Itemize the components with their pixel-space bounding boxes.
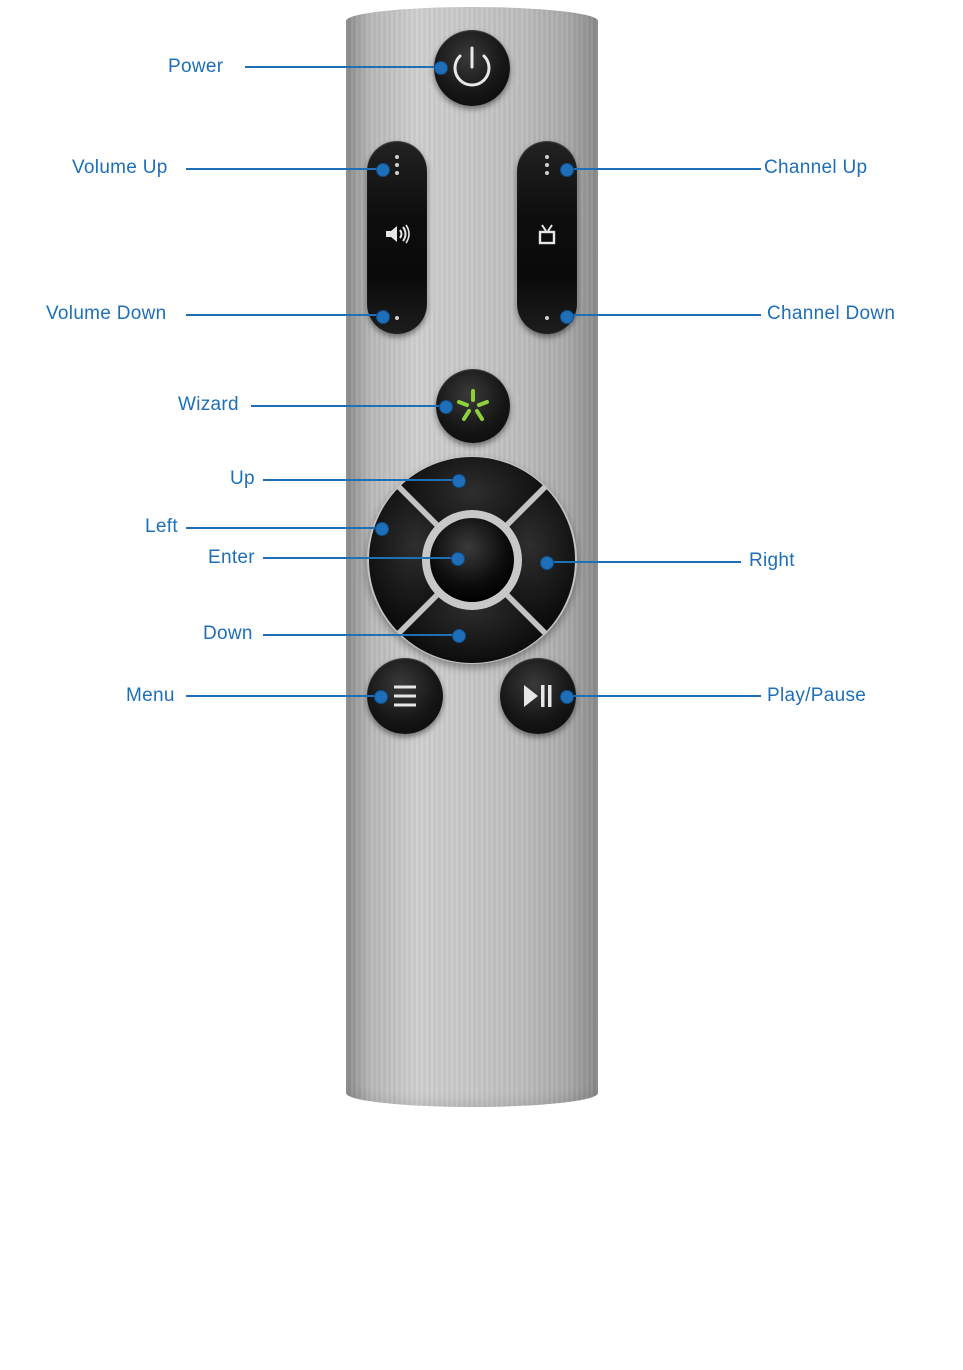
label-enter: Enter — [208, 547, 255, 569]
callout-dot-left — [375, 522, 389, 536]
callout-line-power — [245, 66, 440, 68]
enter-button[interactable] — [430, 518, 514, 602]
label-volume-down: Volume Down — [46, 303, 167, 325]
callout-line-down — [263, 634, 458, 636]
callout-dot-menu — [374, 690, 388, 704]
callout-line-wizard — [251, 405, 445, 407]
callout-dot-enter — [451, 552, 465, 566]
callout-line-enter — [263, 557, 457, 559]
callout-line-up — [263, 479, 458, 481]
volume-up-dots[interactable] — [395, 155, 399, 179]
callout-dot-down — [452, 629, 466, 643]
callout-dot-volume-up — [376, 163, 390, 177]
callout-dot-channel-down — [560, 310, 574, 324]
label-right: Right — [749, 550, 795, 572]
label-power: Power — [168, 56, 223, 78]
label-up: Up — [230, 468, 255, 490]
channel-down-dot[interactable] — [545, 316, 549, 320]
label-channel-down: Channel Down — [767, 303, 895, 325]
callout-dot-channel-up — [560, 163, 574, 177]
callout-line-right — [546, 561, 741, 563]
callout-line-volume-down — [186, 314, 382, 316]
callout-dot-play-pause — [560, 690, 574, 704]
label-channel-up: Channel Up — [764, 157, 867, 179]
callout-line-channel-down — [566, 314, 761, 316]
label-wizard: Wizard — [178, 394, 239, 416]
volume-down-dot[interactable] — [395, 316, 399, 320]
callout-line-channel-up — [566, 168, 761, 170]
callout-dot-volume-down — [376, 310, 390, 324]
callout-line-left — [186, 527, 381, 529]
callout-dot-up — [452, 474, 466, 488]
callout-dot-power — [434, 61, 448, 75]
label-down: Down — [203, 623, 253, 645]
label-menu: Menu — [126, 685, 175, 707]
callout-line-play-pause — [566, 695, 761, 697]
callout-line-menu — [186, 695, 380, 697]
label-left: Left — [145, 516, 178, 538]
callout-dot-right — [540, 556, 554, 570]
channel-up-dots[interactable] — [545, 155, 549, 179]
callout-line-volume-up — [186, 168, 382, 170]
callout-dot-wizard — [439, 400, 453, 414]
speaker-icon — [367, 223, 427, 250]
label-play-pause: Play/Pause — [767, 685, 866, 707]
label-volume-up: Volume Up — [72, 157, 168, 179]
tv-icon — [517, 223, 577, 252]
